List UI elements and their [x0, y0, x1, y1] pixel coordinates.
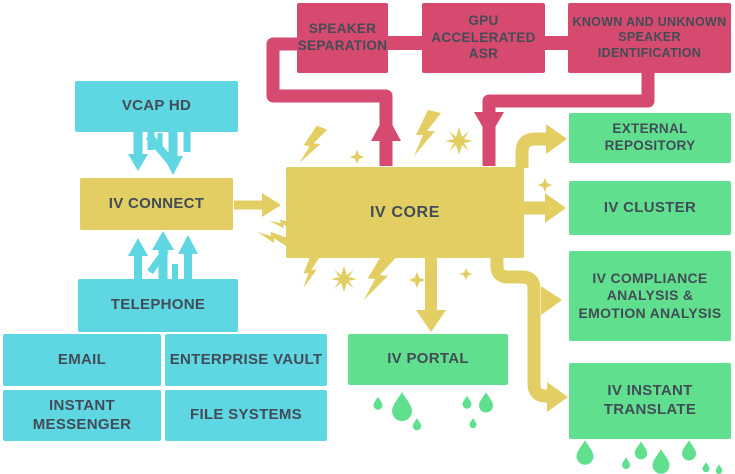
node-file-systems: FILE SYSTEMS [165, 390, 327, 441]
node-email: EMAIL [3, 334, 161, 386]
droplet-icon [469, 418, 477, 429]
node-telephone: TELEPHONE [78, 279, 238, 332]
droplet-icon [576, 440, 594, 465]
sparkle-icon [459, 267, 473, 281]
node-iv-connect: IV CONNECT [80, 178, 233, 230]
sparkle-icon [537, 177, 553, 193]
node-iv-cluster: IV CLUSTER [569, 181, 731, 235]
core-connectors [234, 124, 568, 412]
node-speaker-separation: SPEAKER SEPARATION [297, 3, 388, 73]
droplet-icon [702, 462, 710, 473]
lightning-bolt-icon [414, 110, 441, 156]
droplet-icon [622, 457, 630, 469]
droplet-icon [682, 440, 696, 461]
sparkle-icon [349, 149, 365, 165]
node-enterprise-vault: ENTERPRISE VAULT [165, 334, 327, 386]
node-instant-messenger: INSTANT MESSENGER [3, 390, 161, 441]
droplet-icon [462, 395, 472, 409]
droplet-icon [392, 392, 412, 421]
telephone-to-connect-arrows [128, 231, 198, 279]
node-external-repository: EXTERNAL REPOSITORY [569, 113, 731, 163]
sparkle-icon [408, 271, 426, 289]
sparkle-icon [445, 127, 473, 155]
droplet-icon [652, 449, 670, 474]
droplet-icon [634, 441, 648, 460]
node-iv-portal: IV PORTAL [348, 334, 508, 385]
node-iv-core: IV CORE [286, 167, 524, 258]
droplet-icon [373, 396, 383, 410]
pink-pipeline-connectors [266, 36, 655, 166]
droplet-icon [715, 464, 723, 474]
node-gpu-accelerated-asr: GPU ACCELERATED ASR [422, 3, 545, 73]
sparkle-icon [330, 265, 358, 293]
vcap-to-connect-arrows [128, 131, 191, 175]
lightning-bolt-icon [301, 254, 323, 289]
node-speaker-identification: KNOWN AND UNKNOWN SPEAKER IDENTIFICATION [568, 3, 731, 73]
lightning-bolt-icon [299, 124, 328, 166]
droplet-icon [479, 392, 493, 413]
node-iv-instant-translate: IV INSTANT TRANSLATE [569, 363, 731, 439]
lightning-bolt-icon [257, 229, 288, 249]
droplet-icon [412, 418, 422, 431]
node-iv-compliance-analysis: IV COMPLIANCE ANALYSIS & EMOTION ANALYSI… [569, 251, 731, 341]
node-vcap-hd: VCAP HD [75, 81, 238, 132]
lightning-bolt-icon [363, 252, 397, 303]
